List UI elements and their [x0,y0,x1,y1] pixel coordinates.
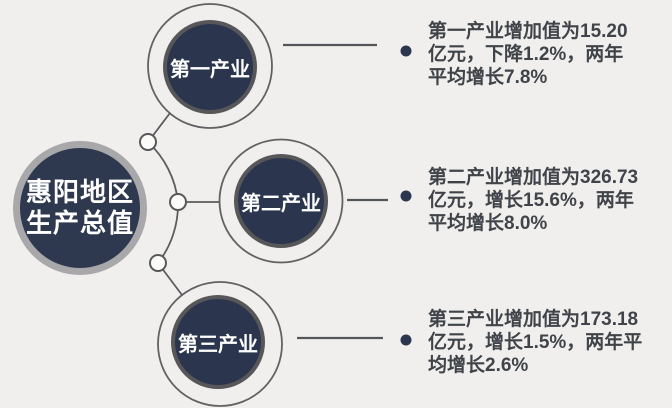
center-topic-circle: 惠阳地区 生产总值 [13,141,147,275]
desc-2-line-3: 平均增长8.0% [428,213,548,234]
center-title-line-1: 惠阳地区 [25,177,134,207]
connector-node-3 [149,254,167,272]
desc-3-line-3: 均增长2.6% [428,355,529,376]
branch-label-2: 第二产业 [241,192,321,215]
connector-node-2 [169,193,187,211]
desc-3-line-2: 亿元，增长1.5%，两年平 [428,332,643,353]
desc-1-line-1: 第一产业增加值为15.20 [428,21,628,42]
branch-circle-primary-industry: 第一产业 [163,20,257,114]
branch-ring-2 [218,138,344,264]
desc-2-line-1: 第二产业增加值为326.73 [428,167,639,188]
branch-description-1: 第一产业增加值为15.20 亿元，下降1.2%，两年 平均增长7.8% [428,20,668,89]
bullet-dot-3 [400,334,412,346]
desc-3-line-1: 第三产业增加值为173.18 [428,309,639,330]
branch-circle-tertiary-industry: 第三产业 [171,295,265,389]
bullet-dot-1 [400,45,412,57]
branch-ring-1 [147,3,273,129]
branch-description-2: 第二产业增加值为326.73 亿元，增长15.6%，两年 平均增长8.0% [428,166,668,235]
branch-label-3: 第三产业 [178,333,258,356]
desc-2-line-2: 亿元，增长15.6%，两年 [428,190,634,211]
center-topic-title: 惠阳地区 生产总值 [26,177,134,239]
desc-1-line-2: 亿元，下降1.2%，两年 [428,44,624,65]
connector-node-1 [139,133,157,151]
branch-description-3: 第三产业增加值为173.18 亿元，增长1.5%，两年平 均增长2.6% [428,308,668,377]
branch-label-1: 第一产业 [170,58,250,81]
branch-ring-3 [157,281,283,407]
center-title-line-2: 生产总值 [25,208,134,238]
desc-1-line-3: 平均增长7.8% [428,67,548,88]
bullet-dot-2 [400,190,412,202]
branch-circle-secondary-industry: 第二产业 [234,154,328,248]
